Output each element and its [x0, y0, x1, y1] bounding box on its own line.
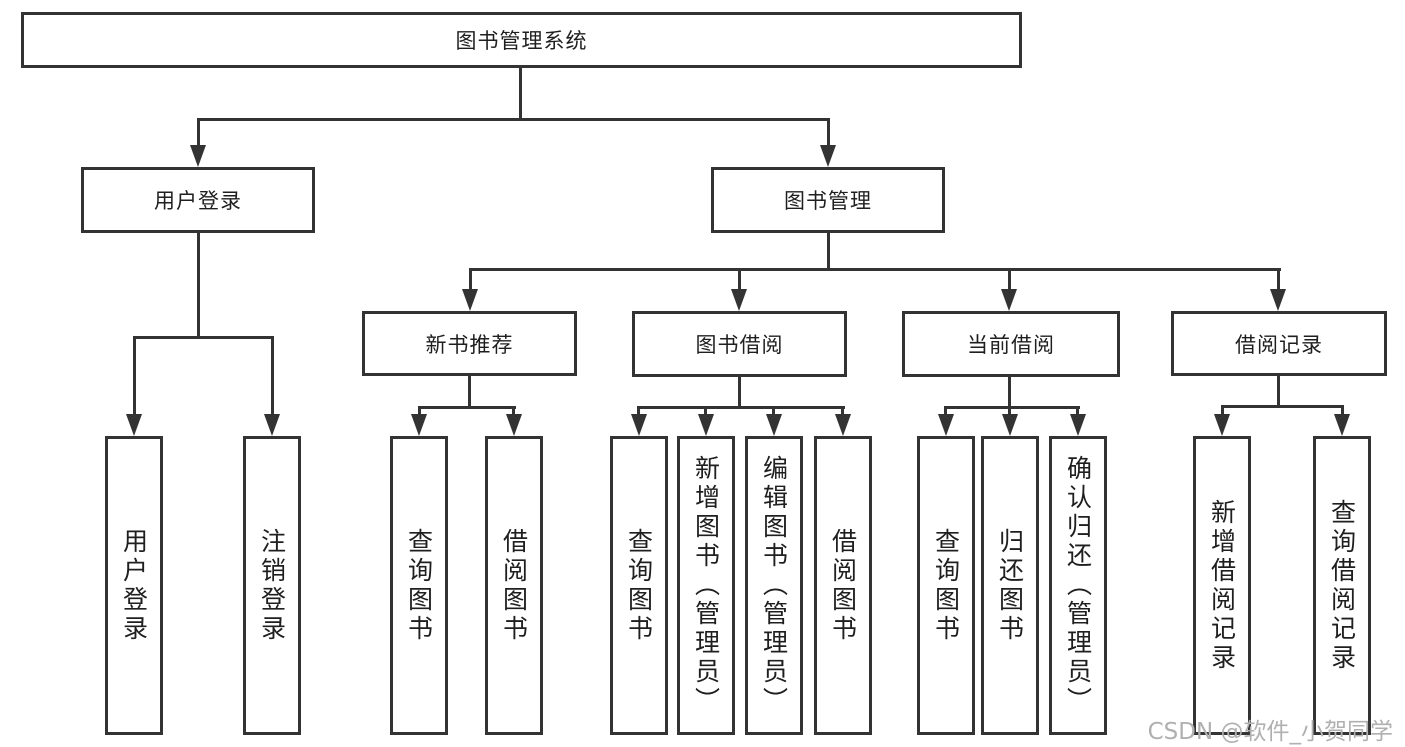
arrowhead — [731, 289, 747, 311]
connector-segment — [1008, 377, 1011, 408]
leaf-logout: 注销登录 — [243, 436, 301, 735]
node-root-system: 图书管理系统 — [21, 12, 1022, 68]
connector-segment — [1008, 268, 1011, 291]
connector-segment — [1277, 268, 1280, 291]
connector-segment — [1008, 406, 1011, 418]
connector-segment — [197, 118, 830, 121]
connector-segment — [704, 406, 707, 418]
leaf-borrowing-query-books: 查询图书 — [610, 436, 668, 735]
connector-segment — [1221, 405, 1344, 408]
leaf-user-login: 用户登录 — [105, 436, 163, 735]
connector-segment — [469, 268, 472, 291]
watermark: CSDN @软件_小贺同学 — [1147, 719, 1393, 745]
arrowhead — [698, 414, 714, 436]
connector-segment — [637, 406, 640, 418]
node-new-book-recommend: 新书推荐 — [362, 311, 577, 376]
connector-segment — [637, 406, 845, 409]
connector-segment — [197, 118, 200, 147]
node-borrowing-records: 借阅记录 — [1171, 311, 1387, 376]
leaf-borrowing-edit-books-admin: 编辑图书（管理员） — [745, 436, 803, 735]
arrowhead — [835, 414, 851, 436]
connector-segment — [944, 406, 947, 418]
connector-segment — [827, 118, 830, 147]
connector-segment — [1341, 405, 1344, 418]
arrowhead — [1070, 414, 1086, 436]
arrowhead — [938, 414, 954, 436]
connector-segment — [197, 233, 200, 338]
connector-segment — [418, 406, 421, 418]
leaf-records-query-record: 查询借阅记录 — [1313, 436, 1371, 735]
connector-segment — [133, 336, 136, 418]
connector-segment — [133, 336, 274, 339]
arrowhead — [820, 145, 836, 167]
arrowhead — [126, 414, 142, 436]
leaf-records-add-record: 新增借阅记录 — [1193, 436, 1251, 735]
arrowhead — [631, 414, 647, 436]
connector-segment — [468, 376, 471, 408]
arrowhead — [506, 414, 522, 436]
connector-segment — [512, 406, 515, 418]
connector-segment — [772, 406, 775, 418]
node-book-borrowing: 图书借阅 — [632, 311, 847, 377]
connector-segment — [738, 268, 741, 291]
connector-segment — [944, 406, 1080, 409]
arrowhead — [1001, 289, 1017, 311]
node-book-management: 图书管理 — [711, 167, 945, 233]
leaf-borrowing-borrow-books: 借阅图书 — [814, 436, 872, 735]
connector-segment — [1221, 405, 1224, 418]
arrowhead — [1270, 289, 1286, 311]
arrowhead — [1334, 414, 1350, 436]
connector-segment — [738, 377, 741, 408]
node-current-borrowing: 当前借阅 — [902, 311, 1120, 377]
leaf-borrowing-add-books-admin: 新增图书（管理员） — [677, 436, 735, 735]
arrowhead — [190, 145, 206, 167]
connector-segment — [271, 336, 274, 418]
arrowhead — [1214, 414, 1230, 436]
arrowhead — [462, 289, 478, 311]
leaf-recommend-borrow-books: 借阅图书 — [485, 436, 543, 735]
connector-segment — [827, 233, 830, 270]
connector-segment — [841, 406, 844, 418]
leaf-current-query-books: 查询图书 — [917, 436, 975, 735]
leaf-recommend-query-books: 查询图书 — [390, 436, 448, 735]
connector-segment — [418, 406, 516, 409]
leaf-current-return-books: 归还图书 — [981, 436, 1039, 735]
arrowhead — [411, 414, 427, 436]
arrowhead — [766, 414, 782, 436]
leaf-current-confirm-return-admin: 确认归还（管理员） — [1049, 436, 1107, 735]
node-user-login: 用户登录 — [81, 167, 315, 233]
connector-segment — [469, 268, 1281, 271]
connector-segment — [1076, 406, 1079, 418]
arrowhead — [1002, 414, 1018, 436]
arrowhead — [264, 414, 280, 436]
connector-segment — [1277, 376, 1280, 407]
connector-segment — [519, 68, 522, 118]
